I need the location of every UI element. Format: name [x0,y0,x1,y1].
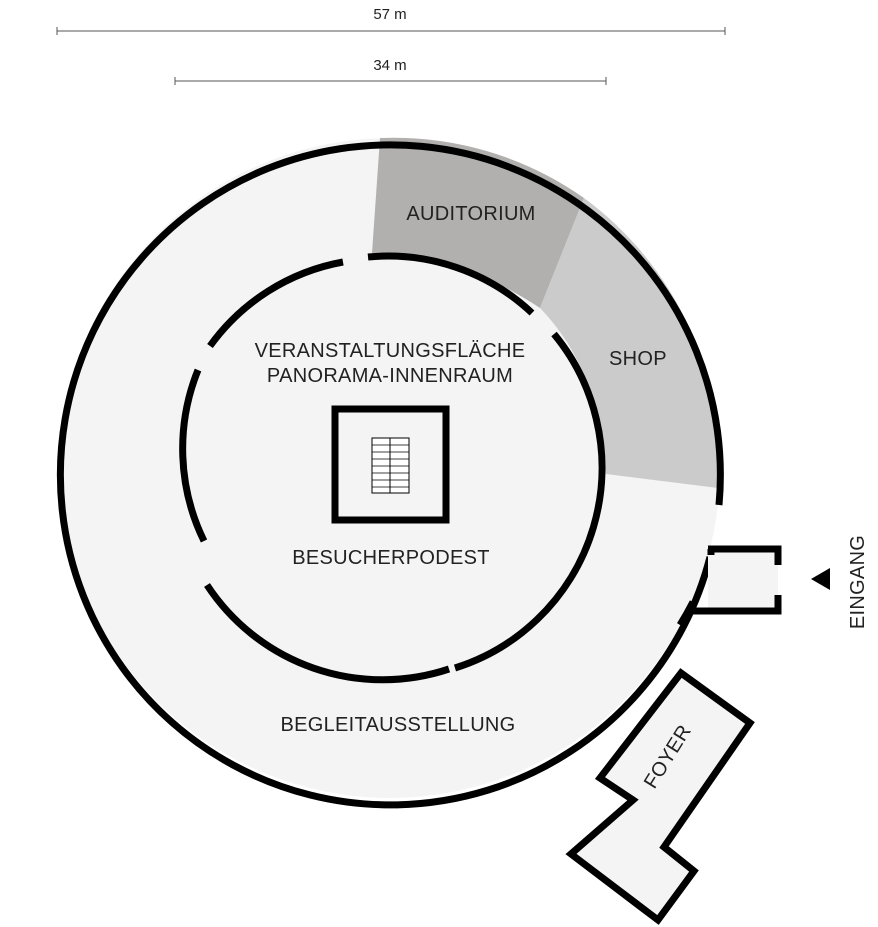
dimension-outer-label: 57 m [373,6,406,23]
visitor-platform [331,405,450,524]
outer-wall [56,141,724,809]
entrance-label: EINGANG [847,535,869,629]
staircase-icon [371,437,410,494]
inner-wall [179,252,606,684]
auditorium-area [372,137,584,308]
event-area-label-line2: PANORAMA-INNENRAUM [267,365,513,387]
exhibition-label: BEGLEITAUSSTELLUNG [280,714,515,736]
dimension-inner-label: 34 m [373,57,406,74]
entrance-vestibule [693,545,782,615]
outer-wall-lower [677,600,697,627]
entrance-arrow-icon [811,568,830,590]
dimension-outer: 57 m [56,6,726,35]
foyer: FOYER [565,668,755,925]
event-area-label-line1: VERANSTALTUNGSFLÄCHE [255,340,526,362]
platform-label: BESUCHERPODEST [292,547,490,569]
dimension-inner: 34 m [174,57,607,85]
shop-area [540,198,719,488]
shop-label: SHOP [609,348,667,370]
auditorium-label: AUDITORIUM [406,203,535,225]
